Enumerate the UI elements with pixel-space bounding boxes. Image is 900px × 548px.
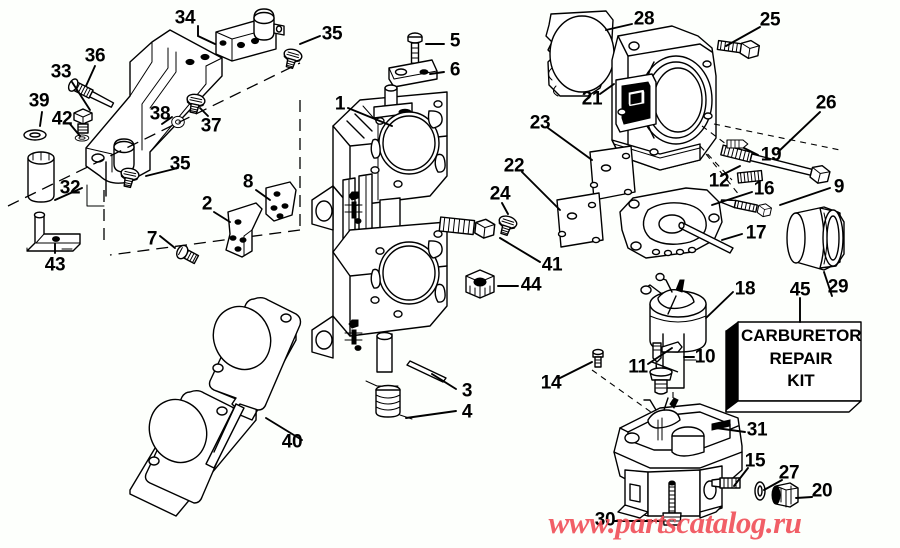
callout-nut-33: 33 (50, 61, 72, 83)
callout-gasket-21: 21 (581, 88, 603, 110)
part-41-bolt (438, 216, 496, 240)
part-7-screw (176, 244, 200, 265)
part-26-long-bolt (720, 144, 832, 187)
callout-spring-4: 4 (461, 401, 473, 423)
part-24-screw (494, 213, 519, 238)
kit-line-1: CARBURETOR (741, 326, 862, 345)
callout-needle-valve-11: 11 (628, 356, 648, 378)
part-bracket-arm (85, 29, 223, 184)
part-19-nut (726, 139, 749, 149)
part-36-long-screw (67, 78, 115, 108)
callout-bolt-41: 41 (541, 254, 563, 276)
part-22-cover-plate (556, 192, 604, 248)
callout-screw-5: 5 (449, 30, 461, 52)
callout-bracket-small-8: 8 (242, 171, 254, 193)
leader-lines (39, 23, 833, 522)
part-1-carburetor-body (311, 84, 448, 373)
part-2-bracket (225, 202, 263, 258)
site-watermark: www.partscatalog.ru (548, 505, 802, 540)
callout-bushing-32: 32 (59, 177, 81, 199)
part-44-nut (465, 269, 495, 299)
callout-washer-27: 27 (778, 462, 800, 484)
callout-gasket-16: 16 (753, 178, 775, 200)
callout-plug-20: 20 (811, 480, 833, 502)
part-29-cap (786, 206, 845, 271)
repair-kit-box-label: CARBURETOR REPAIR KIT (741, 325, 862, 393)
callout-screw-9: 9 (833, 176, 845, 198)
callout-screw-35b: 35 (169, 153, 191, 175)
part-25-bolt (716, 38, 761, 61)
callout-nut-44: 44 (520, 274, 542, 296)
callout-screw-37: 37 (200, 115, 222, 137)
callout-screw-7: 7 (146, 228, 158, 250)
part-10-needle-valve-group (662, 333, 697, 389)
part-43-lever-arm (26, 211, 81, 252)
part-38-washer (171, 115, 185, 129)
part-34-link-arm (215, 8, 285, 62)
callout-gasket-28: 28 (633, 8, 655, 30)
part-4-spring (365, 380, 413, 420)
part-21-carburetor-cover (611, 25, 717, 171)
callout-bracket-small-2: 2 (201, 193, 213, 215)
callout-screw-24: 24 (489, 183, 511, 205)
part-20-plug (771, 482, 799, 508)
callout-jet-15: 15 (744, 450, 766, 472)
part-33-nut (73, 108, 93, 134)
part-11-needle-valve (649, 341, 683, 395)
callout-needle-valve-kit-10: 10 (694, 346, 716, 368)
callout-float-18: 18 (734, 278, 756, 300)
callout-lever-arm-43: 43 (44, 254, 66, 276)
part-35a-screw (280, 46, 304, 71)
callout-repair-kit-45: 45 (789, 279, 811, 301)
callout-screw-35a: 35 (321, 23, 343, 45)
callout-float-pin-17: 17 (745, 222, 767, 244)
callout-nut-19: 19 (760, 144, 782, 166)
callout-bolt-25: 25 (759, 9, 781, 31)
callout-carburetor-body-1: 1 (334, 93, 346, 115)
part-27-washer (754, 481, 766, 501)
kit-line-3: KIT (787, 371, 815, 391)
callout-long-screw-36: 36 (84, 45, 106, 67)
callout-float-bowl-31: 31 (746, 419, 768, 441)
part-31-float-bowl (613, 397, 743, 519)
part-17-float-pin (678, 221, 734, 254)
callout-washer-38: 38 (149, 103, 171, 125)
kit-line-2: REPAIR (769, 348, 833, 368)
callout-long-bolt-26: 26 (815, 92, 837, 114)
part-39-washer (23, 129, 47, 141)
callout-diaphragm-23: 23 (529, 112, 551, 134)
part-16-bowl-gasket (619, 187, 723, 259)
part-23-diaphragm (589, 145, 636, 201)
callout-link-arm-34: 34 (174, 7, 196, 29)
part-14-screw (592, 348, 604, 368)
part-12-spring (736, 169, 764, 184)
part-30-drain-screw (662, 480, 682, 526)
callout-retainer-plate-6: 6 (449, 59, 461, 81)
part-8-bracket (265, 181, 297, 222)
part-32-bushing (27, 151, 55, 203)
callout-intake-gasket-40: 40 (281, 431, 303, 453)
callout-washer-39: 39 (28, 90, 50, 112)
part-45-repair-kit-box (725, 321, 862, 413)
callout-link-rod-3: 3 (461, 380, 473, 402)
callout-washer-42: 42 (51, 108, 73, 130)
part-6-retainer-plate (388, 59, 438, 88)
callout-screw-14: 14 (540, 372, 562, 394)
part-40-intake-gasket (129, 297, 302, 517)
callout-drain-screw-30: 30 (594, 509, 616, 531)
callout-cap-29: 29 (827, 276, 849, 298)
callout-spring-12: 12 (708, 170, 730, 192)
part-28-gasket (545, 10, 615, 97)
part-18-float (640, 272, 707, 353)
part-42-washer (74, 134, 90, 142)
callout-cover-plate-22: 22 (503, 155, 525, 177)
part-9-screw (720, 199, 773, 219)
